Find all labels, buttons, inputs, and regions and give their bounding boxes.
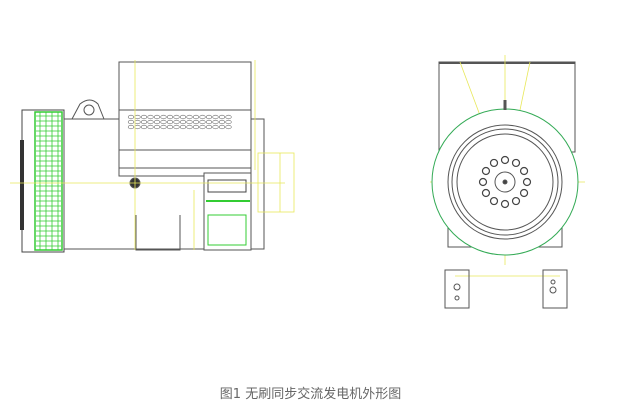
terminal-box [203,172,252,251]
foot-right [542,269,568,309]
generator-outline-drawing [10,55,585,309]
front-view [430,55,585,309]
dimension-lines [10,60,295,250]
side-view [10,60,295,253]
figure-caption: 图1 无刷同步交流发电机外形图 [219,387,402,402]
foot-left [444,269,470,309]
lifting-eye [71,99,105,120]
avr-box [118,61,252,177]
fan-grille [34,111,63,251]
